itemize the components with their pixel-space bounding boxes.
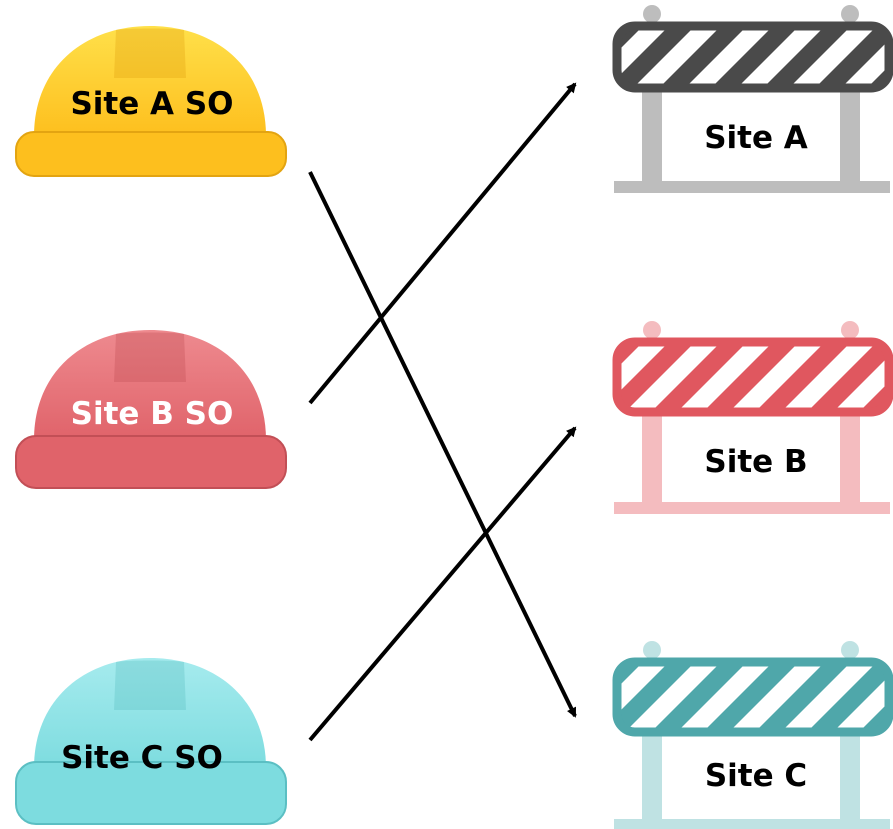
- helmet-ridge: [114, 660, 186, 710]
- barrier-board-frame: [612, 657, 893, 737]
- barrier-post-cap: [841, 641, 859, 659]
- barrier-post-cap: [841, 5, 859, 23]
- barrier-post-right: [840, 412, 860, 508]
- barrier-base: [614, 819, 890, 829]
- helmet-label: Site C SO: [61, 740, 223, 776]
- helmet-shell: [34, 26, 266, 136]
- barrier-stripe: [711, 26, 799, 88]
- helmet-brim: [15, 435, 287, 489]
- barrier-stripe: [651, 342, 747, 412]
- arrow-site-a-so-to-site-c: [308, 171, 577, 718]
- helmet-site-b-so: Site B SO: [15, 330, 287, 489]
- helmet-label: Site A SO: [70, 86, 233, 122]
- barrier-stripe: [617, 342, 695, 412]
- helmet-label: Site B SO: [71, 396, 234, 432]
- barrier-label: Site C: [705, 758, 807, 794]
- barrier-board-frame: [612, 337, 893, 417]
- barrier-stripe: [807, 662, 889, 732]
- barrier-post-left: [642, 732, 662, 824]
- barrier-site-a: Site A: [612, 5, 893, 193]
- arrow-site-b-so-to-site-a: [308, 82, 577, 405]
- barrier-label-plate: [670, 748, 832, 808]
- barrier-label: Site A: [704, 120, 808, 156]
- helmet-ridge: [114, 28, 186, 78]
- barrier-post-left: [642, 412, 662, 508]
- barrier-stripe: [859, 662, 889, 732]
- barrier-stripe: [763, 26, 851, 88]
- barrier-stripe: [703, 342, 799, 412]
- barrier-site-b: Site B: [612, 321, 893, 514]
- barrier-stripe: [617, 662, 695, 732]
- barrier-stripe: [815, 26, 889, 88]
- barrier-stripe: [651, 662, 747, 732]
- barrier-stripe: [703, 662, 799, 732]
- barrier-post-right: [840, 732, 860, 824]
- barrier-site-c: Site C: [612, 641, 893, 829]
- barrier-board-frame: [612, 21, 893, 93]
- barrier-label-plate: [670, 432, 832, 492]
- barrier-stripe: [755, 662, 851, 732]
- barrier-stripe: [617, 26, 695, 88]
- barrier-stripe: [859, 342, 889, 412]
- barrier-label-plate: [670, 108, 832, 168]
- barrier-stripe: [755, 342, 851, 412]
- helmet-shell: [34, 330, 266, 440]
- barrier-base: [614, 502, 890, 514]
- barrier-post-cap: [643, 321, 661, 339]
- barrier-post-cap: [643, 641, 661, 659]
- helmet-shell: [34, 658, 266, 768]
- barrier-stripe: [807, 342, 889, 412]
- barrier-stripe: [659, 26, 747, 88]
- barrier-post-left: [642, 88, 662, 182]
- arrow-site-c-so-to-site-b: [308, 426, 577, 742]
- helmet-ridge: [114, 332, 186, 382]
- barrier-post-cap: [841, 321, 859, 339]
- helmet-site-a-so: Site A SO: [15, 26, 287, 177]
- barrier-post-cap: [643, 5, 661, 23]
- helmet-site-c-so: Site C SO: [15, 658, 287, 825]
- barrier-base: [614, 181, 890, 193]
- helmet-brim: [15, 761, 287, 825]
- barrier-post-right: [840, 88, 860, 182]
- helmet-brim: [15, 131, 287, 177]
- barrier-label: Site B: [704, 444, 807, 480]
